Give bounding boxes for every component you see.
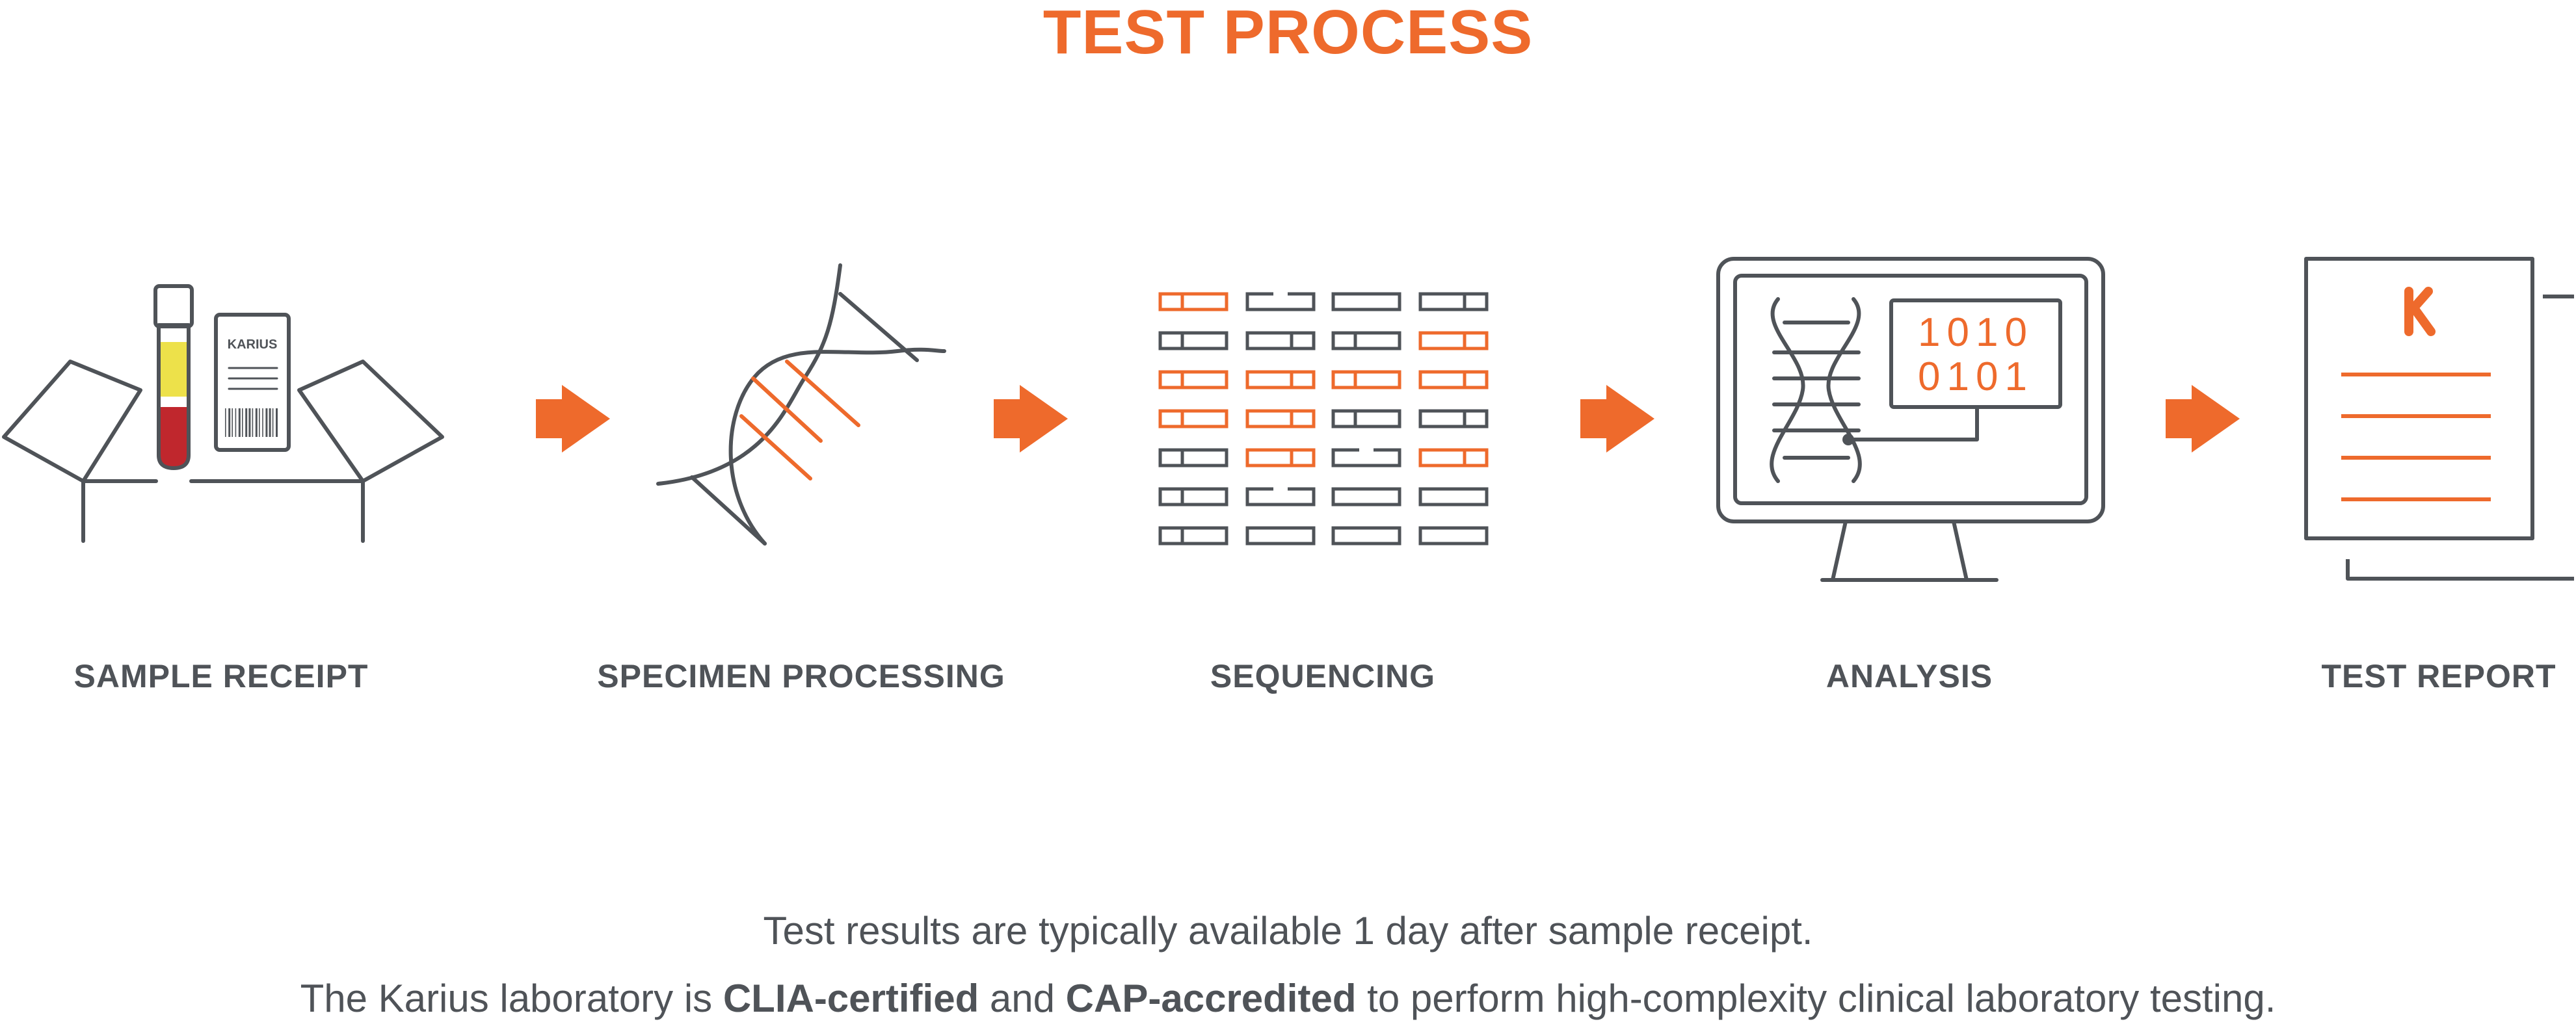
sample-box-icon: KARIUS (2, 284, 444, 543)
report-logo-icon (2404, 287, 2436, 336)
sequence-cell (1418, 409, 1489, 428)
arrow-icon (994, 385, 1068, 453)
sequence-cell (1418, 370, 1489, 389)
barcode-icon (225, 408, 278, 437)
sequence-cell (1245, 331, 1316, 350)
cap-accredited-text: CAP-accredited (1065, 977, 1357, 1020)
card-brand-text: KARIUS (228, 337, 278, 352)
sequence-cell (1331, 526, 1401, 546)
footer-line-2-e: to perform high-complexity clinical labo… (1356, 977, 2276, 1020)
sequence-cell (1331, 448, 1401, 467)
monitor-analysis-icon: 1010 0101 (1716, 257, 2105, 582)
arrow-icon (536, 385, 610, 453)
binary-line-1: 1010 (1918, 310, 2034, 355)
sequence-cell (1331, 487, 1401, 506)
footer-line-2-a: The Karius laboratory is (300, 977, 723, 1020)
binary-line-2: 0101 (1918, 354, 2034, 399)
step-label-sequencing: SEQUENCING (1210, 658, 1436, 694)
sequence-cell (1245, 292, 1316, 311)
sequence-cell (1245, 409, 1316, 428)
sequence-cell (1418, 448, 1489, 467)
step-label-analysis: ANALYSIS (1826, 658, 1993, 694)
clia-certified-text: CLIA-certified (723, 977, 979, 1020)
sequence-cell (1158, 487, 1228, 506)
footer-line-2-c: and (979, 977, 1066, 1020)
sequence-cell (1158, 448, 1228, 467)
step-label-sample-receipt: SAMPLE RECEIPT (73, 658, 369, 694)
sequence-cell (1331, 331, 1401, 350)
dna-helix-icon (656, 263, 946, 546)
sequence-cell (1418, 487, 1489, 506)
step-label-specimen-processing: SPECIMEN PROCESSING (597, 658, 1005, 694)
sequence-cell (1245, 526, 1316, 546)
sequence-cell (1158, 331, 1228, 350)
sequence-cell (1418, 526, 1489, 546)
report-document-icon (2304, 257, 2574, 581)
sequence-cell (1158, 292, 1228, 311)
sequence-cell (1331, 292, 1401, 311)
footer-line-2: The Karius laboratory is CLIA-certified … (0, 971, 2576, 1026)
sequence-grid-icon (1158, 292, 1489, 546)
page-title: TEST PROCESS (1042, 0, 1534, 67)
sequence-cell (1331, 370, 1401, 389)
sequence-cell (1158, 526, 1228, 546)
sequence-cell (1418, 292, 1489, 311)
sequence-cell (1245, 487, 1316, 506)
sequence-cell (1158, 409, 1228, 428)
footer-line-1-text: Test results are typically available 1 d… (763, 909, 1813, 953)
sequence-cell (1245, 370, 1316, 389)
sequence-cell (1331, 409, 1401, 428)
sequence-cell (1418, 331, 1489, 350)
sequence-cell (1158, 370, 1228, 389)
footer-line-1: Test results are typically available 1 d… (0, 904, 2576, 958)
arrow-icon (2166, 385, 2240, 453)
step-label-test-report: TEST REPORT (2321, 658, 2556, 694)
sequence-cell (1245, 448, 1316, 467)
arrow-icon (1580, 385, 1654, 453)
